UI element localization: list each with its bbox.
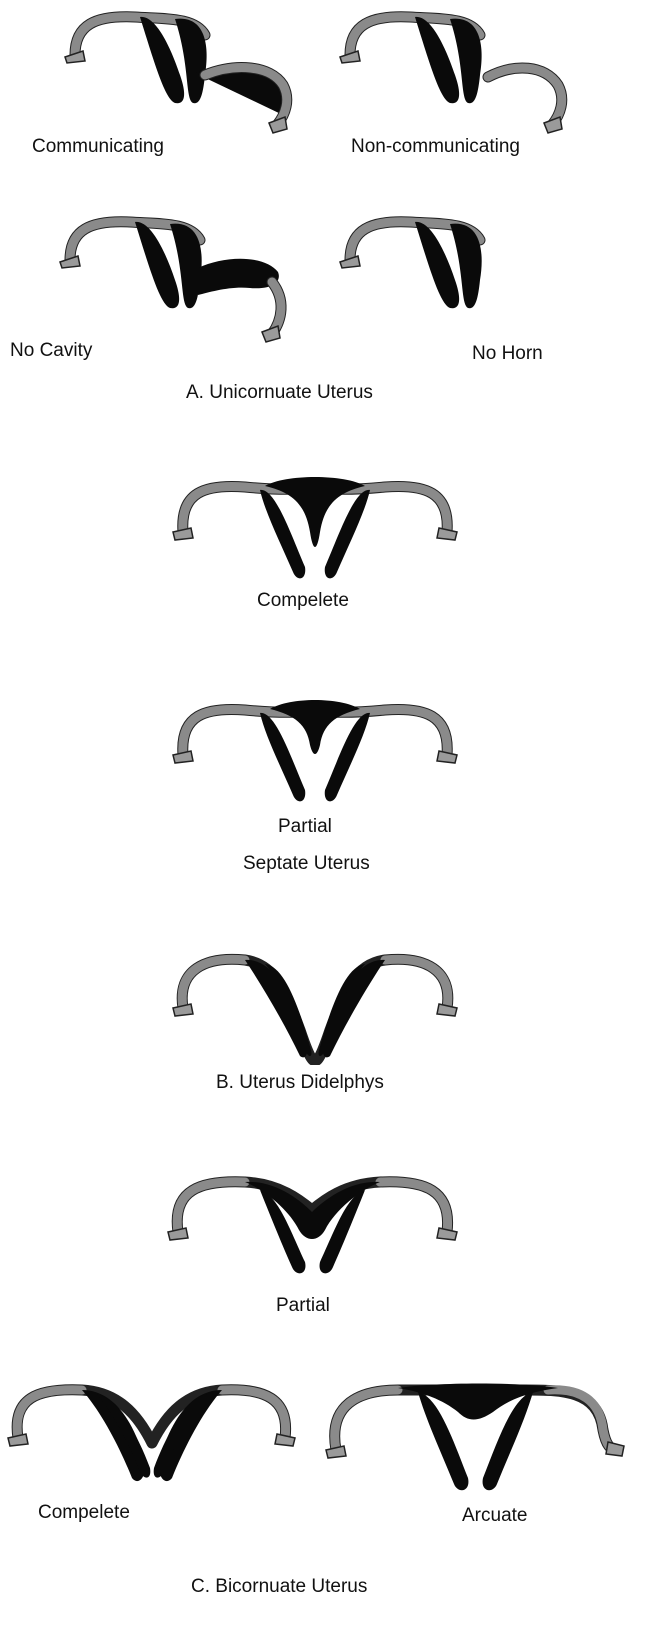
label-bicornuate-complete: Compelete — [38, 1502, 130, 1524]
didelphys-diagram — [165, 930, 465, 1065]
unicornuate-communicating-diagram — [55, 5, 305, 135]
caption-unicornuate: A. Unicornuate Uterus — [186, 382, 373, 404]
label-no-cavity: No Cavity — [10, 340, 92, 362]
label-arcuate: Arcuate — [462, 1505, 527, 1527]
arcuate-diagram — [318, 1370, 628, 1495]
septate-partial-diagram — [165, 685, 465, 810]
unicornuate-non-communicating-diagram — [330, 5, 580, 135]
label-no-horn: No Horn — [472, 343, 543, 365]
caption-bicornuate: C. Bicornuate Uterus — [191, 1576, 367, 1598]
bicornuate-partial-diagram — [160, 1150, 465, 1280]
unicornuate-no-horn-diagram — [330, 210, 510, 320]
bicornuate-complete-diagram — [2, 1368, 302, 1493]
label-septate-partial: Partial — [278, 816, 332, 838]
caption-septate: Septate Uterus — [243, 853, 370, 875]
label-bicornuate-partial: Partial — [276, 1295, 330, 1317]
caption-didelphys: B. Uterus Didelphys — [216, 1072, 384, 1094]
label-non-communicating: Non-communicating — [351, 136, 520, 158]
label-septate-complete: Compelete — [257, 590, 349, 612]
septate-complete-diagram — [165, 462, 465, 587]
unicornuate-no-cavity-diagram — [50, 210, 300, 345]
label-communicating: Communicating — [32, 136, 164, 158]
